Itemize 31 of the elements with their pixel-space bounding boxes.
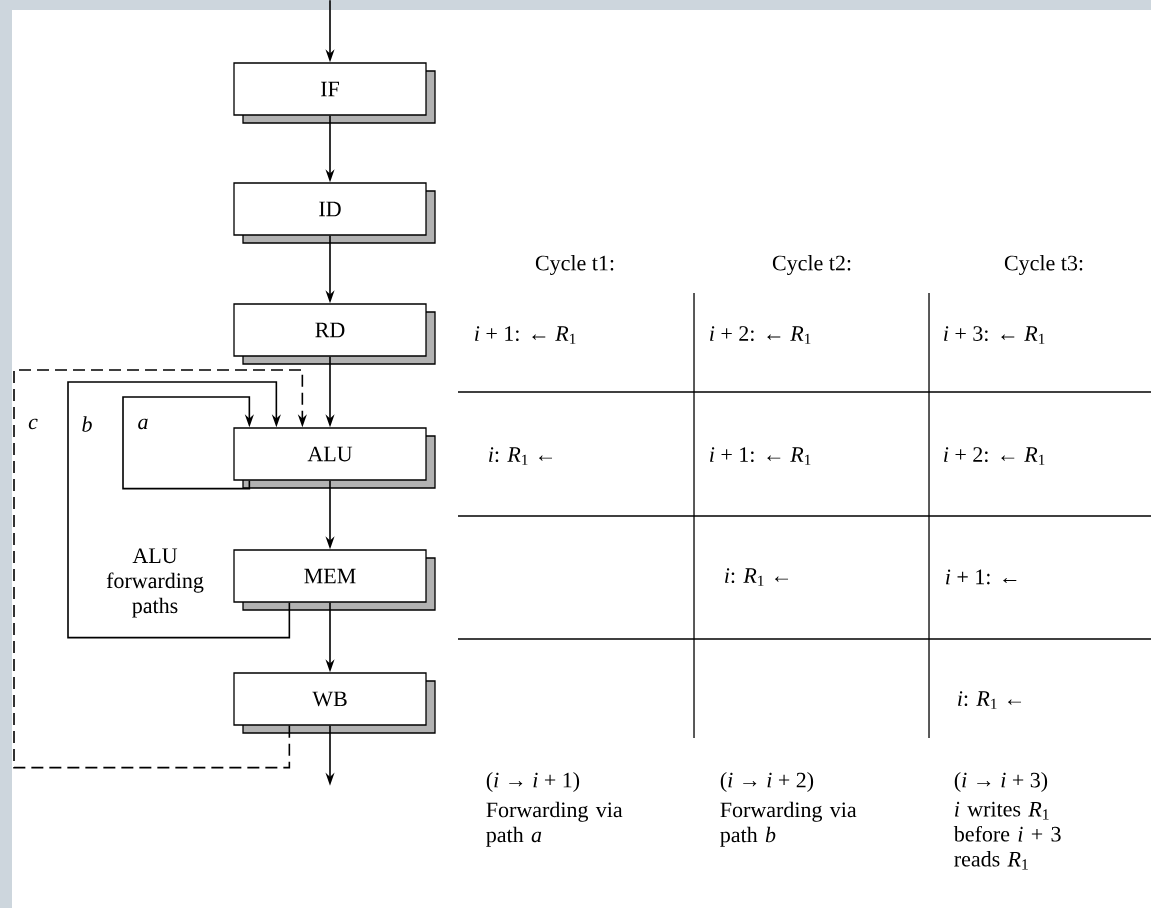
table-cell: i: R$_{1}$ ← — [725, 568, 788, 586]
caption-heading: (i → i + 3) — [954, 772, 1048, 792]
table-cell: i + 3: ← R$_{1}$ — [944, 326, 1045, 344]
caption-text: Forwarding via path a — [486, 801, 623, 847]
table-cell: i: R$_{1}$ ← — [489, 447, 552, 465]
stage-box: WB — [233, 672, 436, 734]
caption-text: Forwarding via path b — [720, 801, 857, 847]
annotation-text: ALU forwarding paths — [106, 548, 204, 618]
stage-box: ALU — [233, 427, 436, 489]
edge-label: c — [28, 418, 38, 430]
table-cell: i: R$_{1}$ ← — [958, 691, 1022, 709]
stage-box: RD — [233, 303, 436, 365]
arrow — [122, 396, 254, 490]
stage-box: ID — [233, 182, 436, 244]
stage-box: MEM — [233, 549, 436, 611]
edge-label: a — [138, 418, 148, 430]
stage-box: IF — [233, 62, 436, 124]
caption-heading: (i → i + 2) — [720, 772, 814, 792]
table-cell: i + 1: ← R$_{1}$ — [475, 326, 576, 344]
table-cell: i + 2: ← R$_{1}$ — [944, 447, 1045, 465]
column-header: Cycle t1: — [535, 255, 614, 275]
table-cell: i + 1: ← R$_{1}$ — [710, 447, 811, 465]
table-cell: i + 1: ← — [946, 569, 1017, 585]
column-header: Cycle t2: — [772, 255, 851, 275]
arrow — [13, 369, 307, 769]
edge-label: b — [82, 416, 92, 432]
table-cell: i + 2: ← R$_{1}$ — [710, 326, 811, 344]
caption-text: i writes R$_{1}$ before i + 3 reads R$_{1}$ — [953, 801, 1061, 870]
arrow — [67, 381, 291, 639]
column-header: Cycle t3: — [1004, 255, 1083, 275]
caption-heading: (i → i + 1) — [486, 772, 580, 792]
